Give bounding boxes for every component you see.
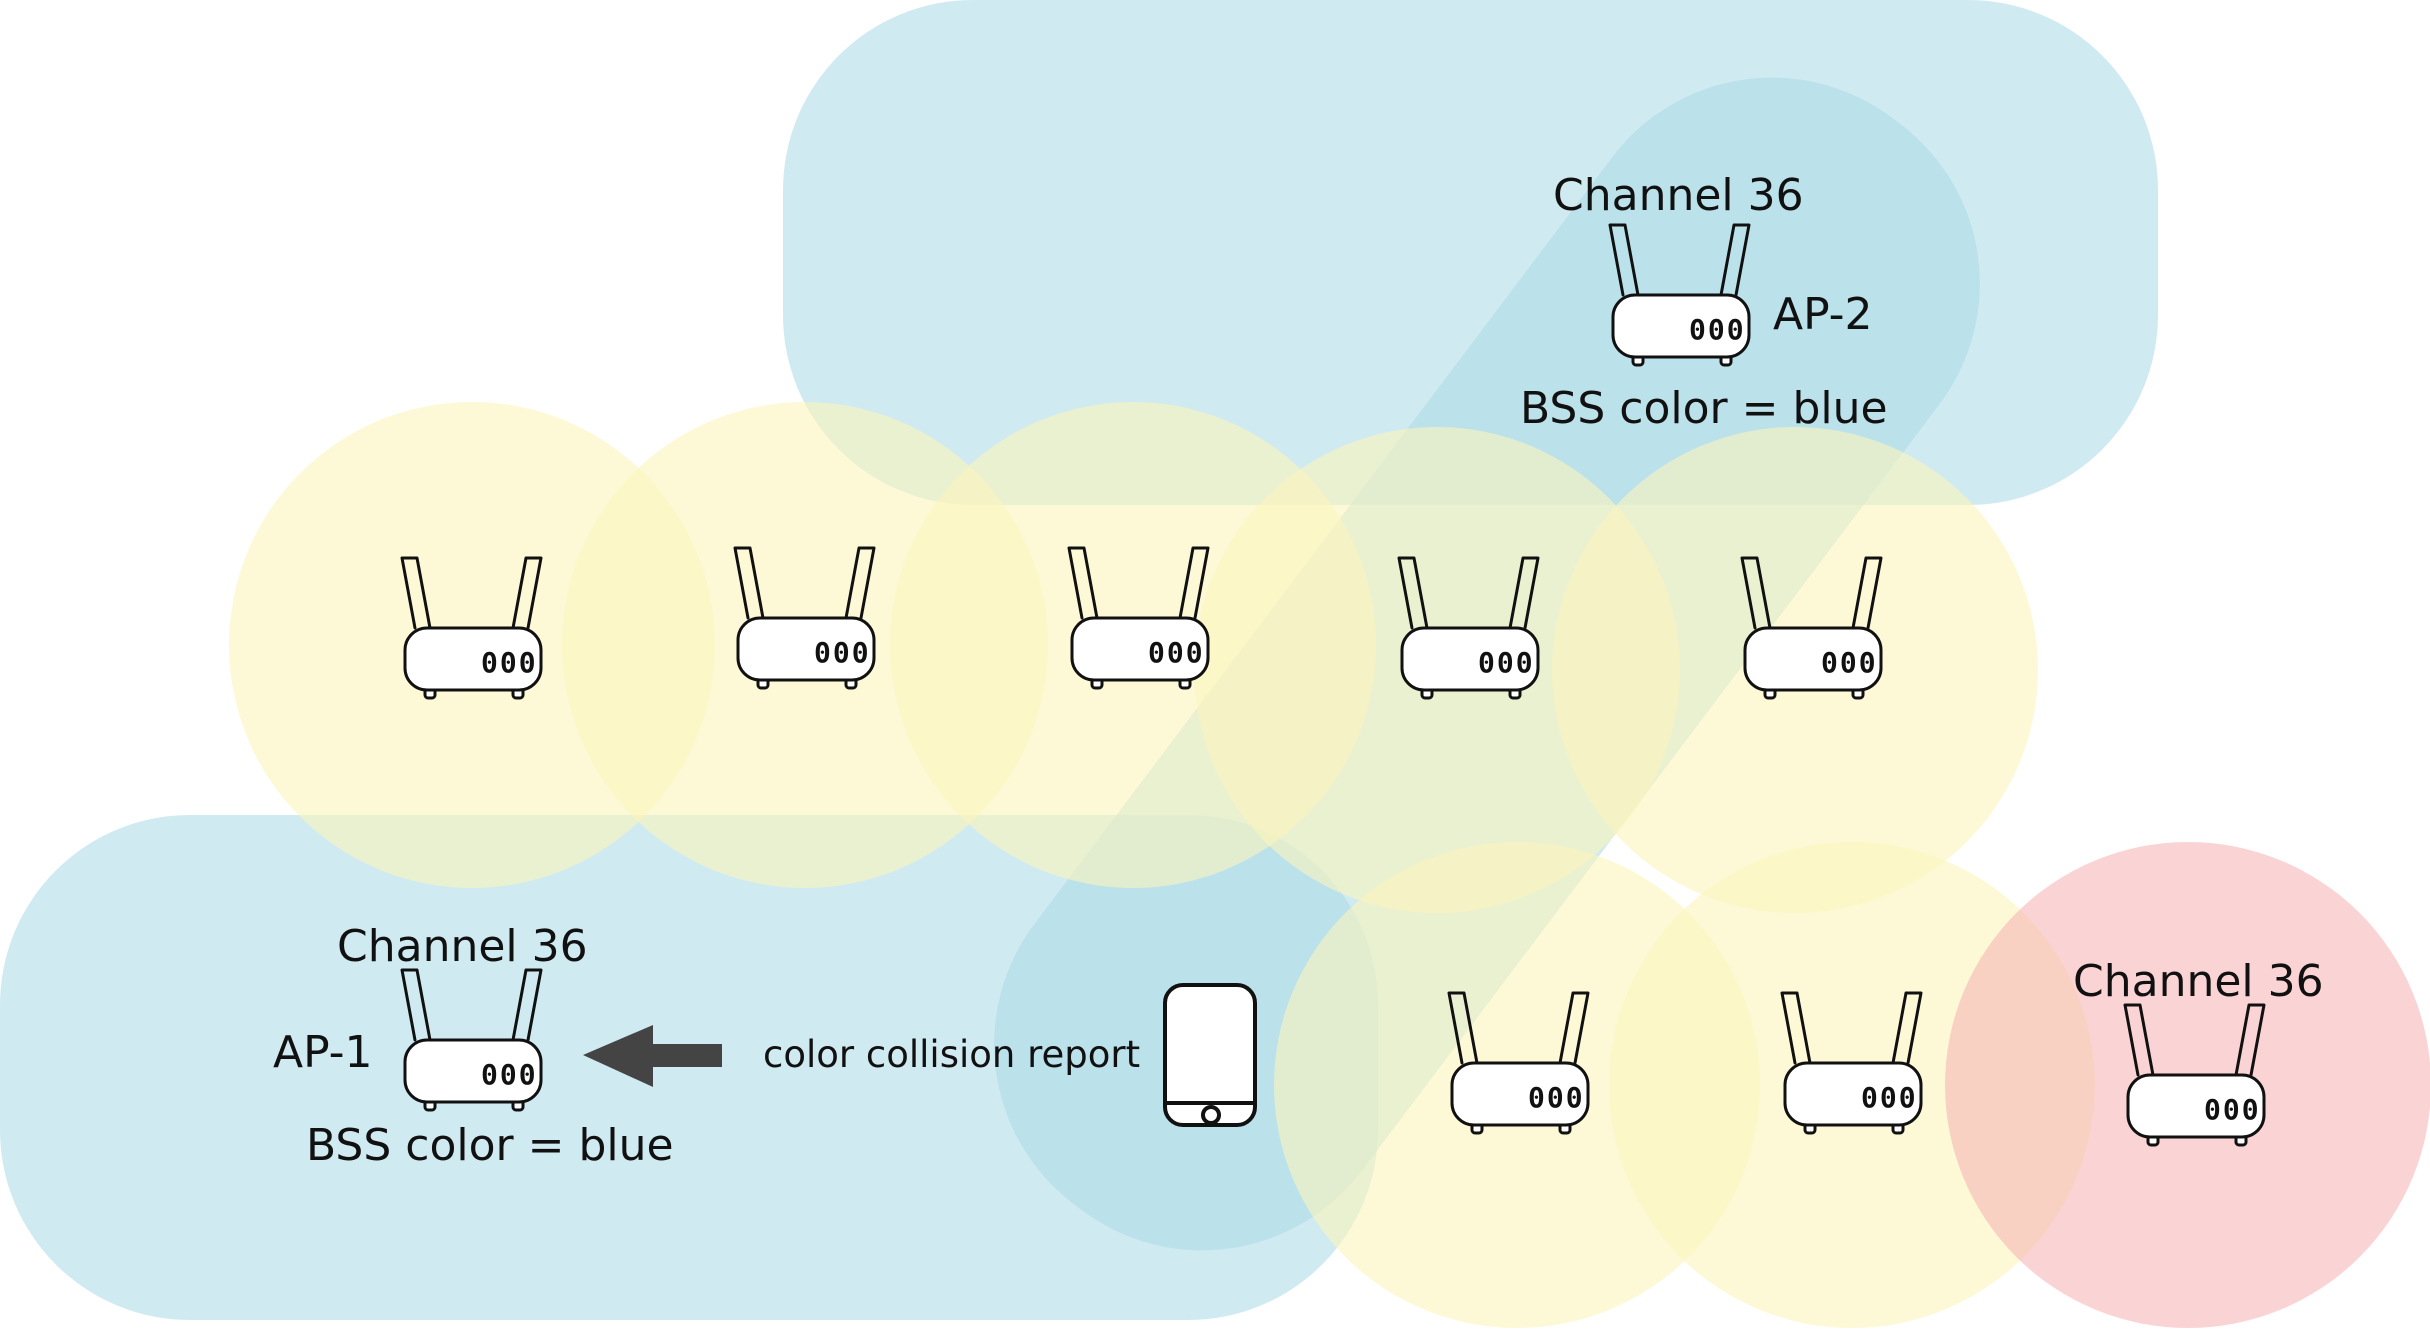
router: 000 <box>1067 546 1210 690</box>
router: 000 <box>1397 556 1540 700</box>
router: 000 <box>1447 991 1590 1135</box>
red-ap-channel-label: Channel 36 <box>2073 956 2324 1007</box>
router: 000 <box>1780 991 1923 1135</box>
labels: Channel 36 AP-2 BSS color = blue Channel… <box>273 170 2324 1171</box>
collision-report-label: color collision report <box>763 1033 1140 1076</box>
router-lights: 000 <box>2204 1093 2261 1126</box>
router-lights: 000 <box>481 1058 538 1091</box>
router-lights: 000 <box>1528 1081 1585 1114</box>
router-lights: 000 <box>1478 646 1535 679</box>
router: 000 <box>733 546 876 690</box>
access-points: 000 000 000 000 000 000 000 <box>400 223 2266 1147</box>
red-bss-router: 000 <box>2123 1003 2266 1147</box>
ap1-channel-label: Channel 36 <box>337 921 588 972</box>
router: 000 <box>1740 556 1883 700</box>
ap1-bss-color-label: BSS color = blue <box>306 1120 674 1171</box>
router-lights: 000 <box>1689 313 1746 346</box>
router-lights: 000 <box>1821 646 1878 679</box>
router: 000 <box>400 556 543 700</box>
ap1-name-label: AP-1 <box>273 1027 373 1078</box>
router-lights: 000 <box>481 646 538 679</box>
router-lights: 000 <box>814 636 871 669</box>
ap2-bss-color-label: BSS color = blue <box>1520 383 1888 434</box>
router-lights: 000 <box>1148 636 1205 669</box>
ap1-router: 000 <box>400 968 543 1112</box>
ap2-name-label: AP-2 <box>1773 289 1873 340</box>
ap2-channel-label: Channel 36 <box>1553 170 1804 221</box>
smartphone-icon <box>1163 983 1257 1127</box>
ap2-router: 000 <box>1608 223 1751 367</box>
router-lights: 000 <box>1861 1081 1918 1114</box>
arrow-left-icon <box>583 1025 722 1087</box>
